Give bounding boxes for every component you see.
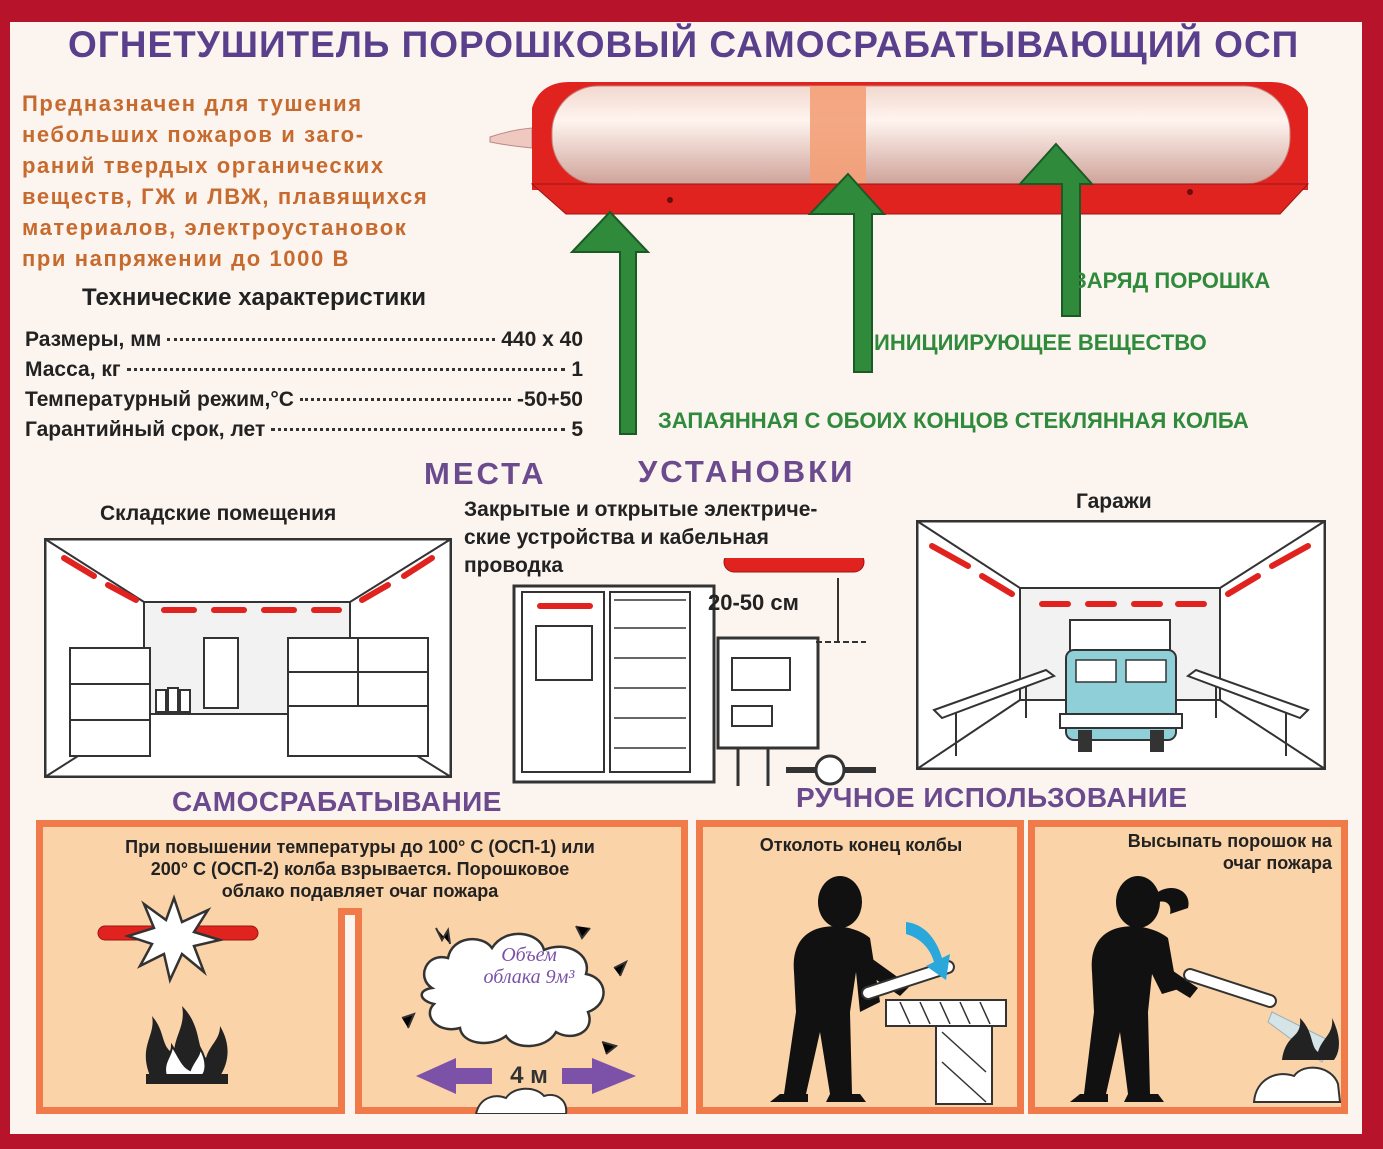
explosion-icon — [123, 894, 225, 984]
purpose-line: веществ, ГЖ и ЛВЖ, плавящихся — [22, 184, 429, 209]
person-icon — [770, 876, 910, 1102]
ospe-mounts-icon — [929, 543, 1311, 607]
purpose-line: материалов, электроустановок — [22, 215, 408, 240]
spec-value: -50+50 — [517, 388, 583, 411]
door-icon — [203, 637, 239, 709]
caption-line: проводка — [464, 554, 564, 577]
spec-row: Размеры, мм 440 х 40 — [25, 328, 583, 356]
install-heading-right: УСТАНОВКИ — [638, 454, 856, 489]
arrow-powder-icon — [1017, 142, 1095, 317]
spec-value: 5 — [571, 418, 583, 441]
arrow-flask-icon — [569, 210, 651, 435]
manual-step1-text: Отколоть конец колбы — [759, 835, 963, 855]
benches-icon — [932, 668, 1310, 756]
fire-icon — [1282, 1018, 1339, 1060]
auto-line: При повышении температуры до 100° С (ОСП… — [125, 837, 595, 857]
poster-title: ОГНЕТУШИТЕЛЬ ПОРОШКОВЫЙ САМОСРАБАТЫВАЮЩИ… — [68, 24, 1300, 65]
manual-heading: РУЧНОЕ ИСПОЛЬЗОВАНИЕ — [796, 782, 1188, 813]
auto-burst-illustration — [97, 894, 259, 1084]
distance-label: 20-50 см — [708, 590, 799, 615]
manual-step1-illustration — [770, 876, 1007, 1105]
cloud-icon — [420, 932, 605, 1048]
barrels-icon — [155, 687, 191, 713]
poster: ОГНЕТУШИТЕЛЬ ПОРОШКОВЫЙ САМОСРАБАТЫВАЮЩИ… — [10, 22, 1362, 1134]
powder-cloud-illustration — [401, 925, 636, 1114]
fire-icon — [145, 1006, 228, 1084]
manual-step2-illustration — [1070, 876, 1342, 1103]
caption-electrical: Закрытые и открытые электриче- ские устр… — [464, 496, 817, 580]
spec-row: Температурный режим,°С -50+50 — [25, 388, 583, 416]
person-icon — [1070, 876, 1198, 1102]
label-glass-flask: ЗАПАЯННАЯ С ОБОИХ КОНЦОВ СТЕКЛЯННАЯ КОЛБ… — [658, 408, 1249, 433]
caption-line: ские устройства и кабельная — [464, 526, 769, 549]
warehouse-room-illustration — [44, 538, 452, 778]
spec-label: Гарантийный срок, лет — [25, 418, 266, 441]
install-heading-left: МЕСТА — [424, 456, 547, 491]
auto-line: 200° С (ОСП-2) колба взрывается. Порошко… — [150, 859, 570, 879]
spec-label: Размеры, мм — [25, 328, 162, 351]
manual-step2-text: Высыпать порошок на очаг пожара — [1046, 830, 1346, 874]
spec-row: Гарантийный срок, лет 5 — [25, 418, 583, 446]
panel-icon — [535, 625, 593, 681]
ospe-flask-icon — [861, 960, 955, 1000]
cloud-width-label: 4 м — [510, 1062, 548, 1089]
control-box-icon — [716, 636, 820, 750]
spec-value: 1 — [571, 358, 583, 381]
car-icon — [1059, 649, 1183, 752]
spec-label: Температурный режим,°С — [25, 388, 294, 411]
cloud-line: Объем — [501, 944, 557, 966]
purpose-text: Предназначен для тушения небольших пожар… — [22, 88, 522, 274]
step2-line: очаг пожара — [1222, 853, 1332, 873]
boxes-left-icon — [69, 647, 151, 757]
step2-line: Высыпать порошок на — [1127, 831, 1332, 851]
spec-label: Масса, кг — [25, 358, 121, 381]
initiator-band-icon — [810, 86, 866, 184]
garage-room-illustration — [916, 520, 1326, 770]
label-initiator: ИНИЦИИРУЮЩЕЕ ВЕЩЕСТВО — [874, 330, 1207, 355]
cloud-line: облака 9м³ — [483, 966, 575, 988]
arrow-initiator-icon — [807, 172, 887, 373]
tube-tip-icon — [489, 127, 533, 149]
mount-strip-icon — [530, 183, 1310, 215]
cloud-volume-text: Объем облака 9м³ — [464, 944, 594, 988]
powder-pile-icon — [1252, 1066, 1342, 1103]
powder-pile-icon — [474, 1087, 568, 1114]
ospe-mounts-icon — [61, 555, 435, 613]
glass-flask-icon — [551, 85, 1291, 185]
purpose-line: при напряжении до 1000 В — [22, 246, 351, 271]
auto-description: При повышении температуры до 100° С (ОСП… — [50, 836, 670, 902]
caption-warehouse: Складские помещения — [100, 502, 337, 525]
auto-line: облако подавляет очаг пожара — [221, 881, 499, 901]
purpose-line: раний твердых органических — [22, 153, 385, 178]
extinguisher-illustration — [489, 82, 1310, 435]
electrical-illustration — [512, 558, 876, 786]
spec-row: Масса, кг 1 — [25, 358, 583, 386]
caption-line: Закрытые и открытые электриче- — [464, 498, 818, 521]
caption-garages: Гаражи — [1076, 490, 1152, 513]
purpose-line: Предназначен для тушения — [22, 91, 363, 116]
purpose-line: небольших пожаров и заго- — [22, 122, 365, 147]
panel-divider — [338, 908, 362, 1114]
spark-icons — [401, 925, 628, 1055]
label-powder-charge: ЗАРЯД ПОРОШКА — [1073, 268, 1271, 293]
strike-arrow-icon — [906, 922, 950, 980]
auto-heading: САМОСРАБАТЫВАНИЕ — [172, 786, 502, 817]
manual-step2-panel — [1028, 820, 1348, 1114]
table-edge-icon — [885, 999, 1007, 1027]
ospe-flask-icon — [1183, 968, 1277, 1008]
cable-clamp-icon — [814, 754, 846, 786]
spec-value: 440 х 40 — [501, 328, 583, 351]
ospe-device-icon — [723, 558, 865, 573]
boxes-right-icon — [287, 637, 429, 757]
specs-title: Технические характеристики — [82, 284, 427, 311]
